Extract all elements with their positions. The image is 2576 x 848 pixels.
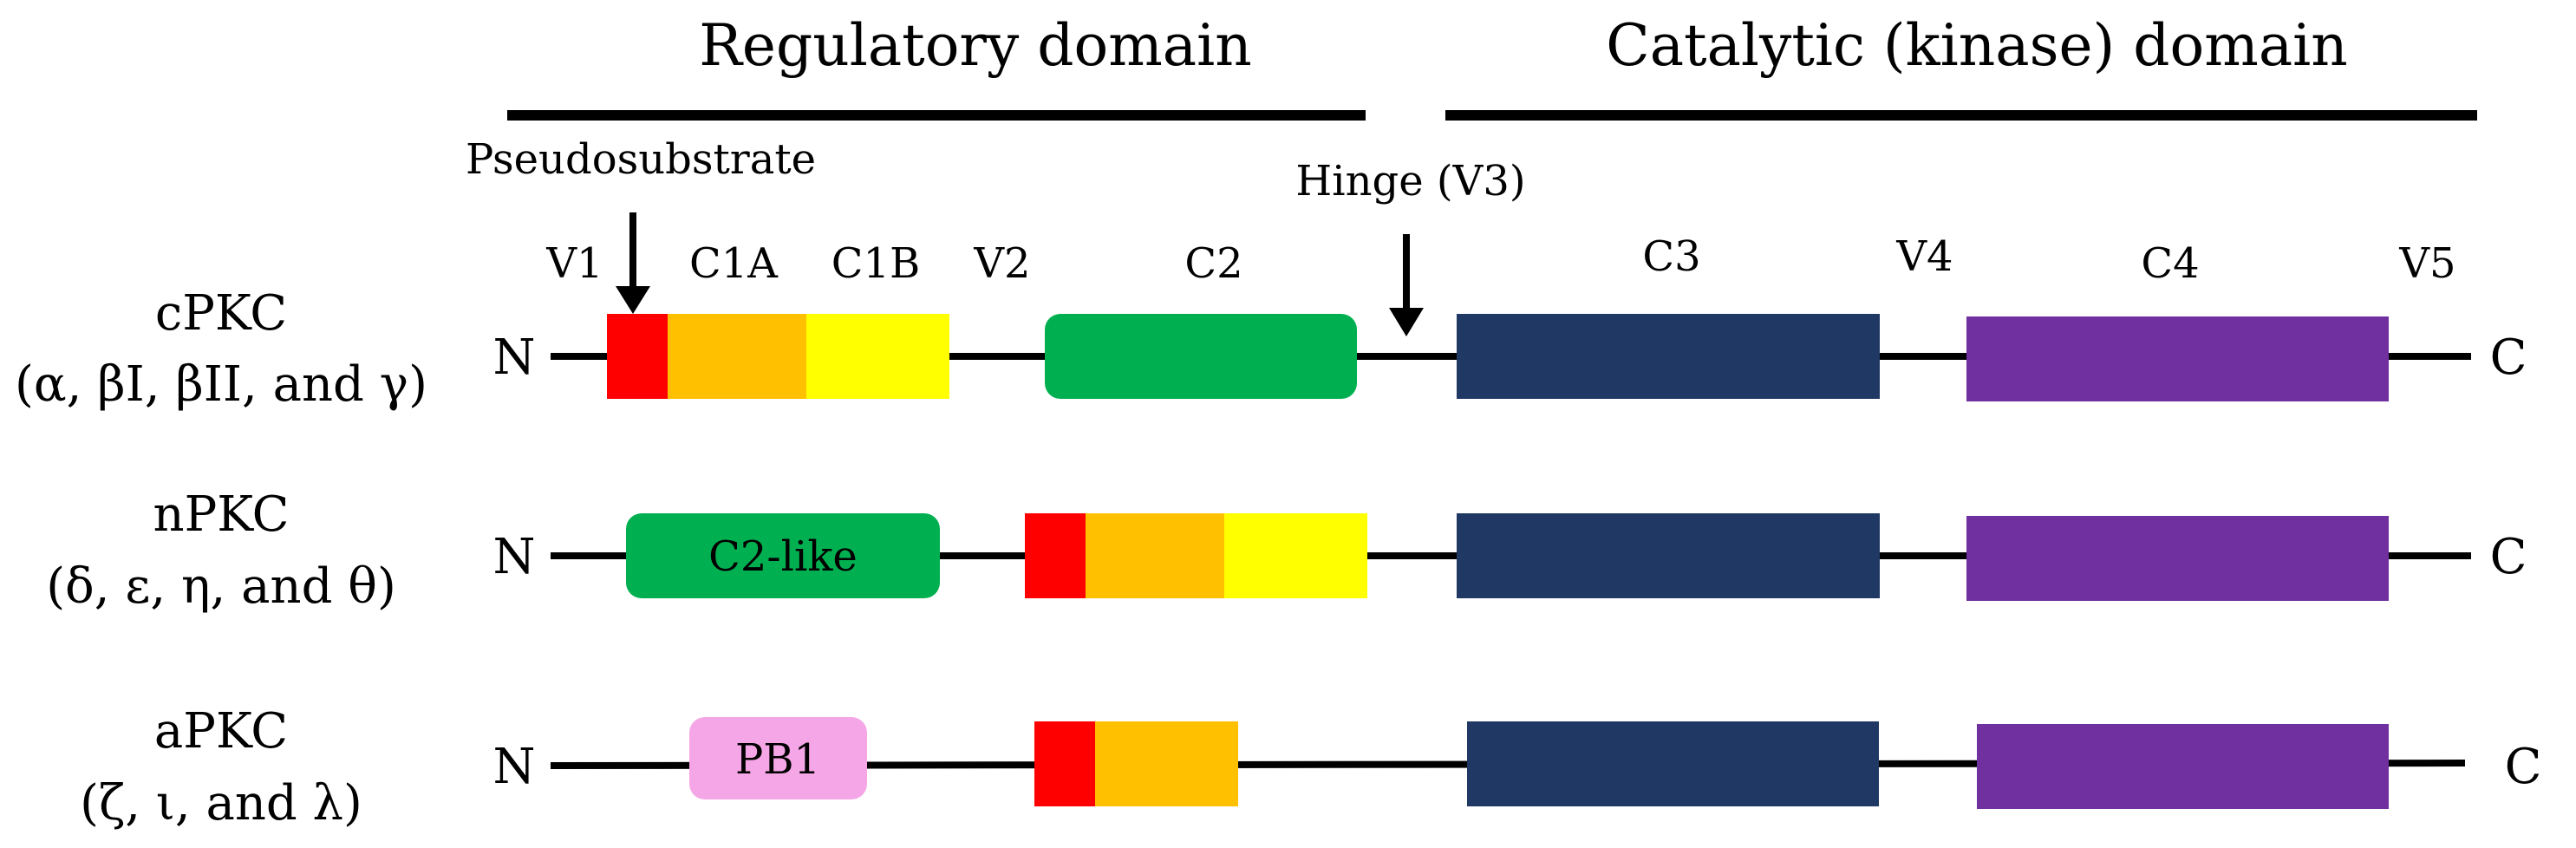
region-label-v4: V4 <box>1895 232 1953 281</box>
cpkc-pseudosubstrate-block <box>607 314 668 399</box>
apkc-c-terminus: C <box>2505 739 2542 795</box>
region-label-c4: C4 <box>2141 239 2199 288</box>
apkc-isoforms: (ζ, ι, and λ) <box>80 775 362 832</box>
catalytic-domain-title: Catalytic (kinase) domain <box>1606 12 2348 79</box>
cpkc-protein: N C <box>493 314 2527 401</box>
region-label-c1b: C1B <box>831 239 921 288</box>
apkc-c3-block <box>1467 721 1879 806</box>
hinge-arrow-head <box>1389 308 1424 336</box>
cpkc-c3-block <box>1457 314 1880 399</box>
npkc-c1b-block <box>1224 513 1367 598</box>
apkc-n-terminus: N <box>493 739 536 795</box>
npkc-c1a-block <box>1086 513 1224 598</box>
cpkc-c1b-block <box>806 314 949 399</box>
npkc-name: nPKC <box>153 486 290 543</box>
region-label-c3: C3 <box>1642 232 1700 281</box>
npkc-c-terminus: C <box>2490 529 2527 585</box>
cpkc-c2-block <box>1045 314 1357 399</box>
npkc-c2-like-block <box>626 513 940 598</box>
cpkc-name: cPKC <box>155 285 287 342</box>
npkc-c4-block <box>1966 516 2389 601</box>
cpkc-c-terminus: C <box>2490 329 2527 386</box>
cpkc-c4-block <box>1966 316 2389 401</box>
npkc-c2-like-label: C2-like <box>708 532 858 581</box>
apkc-protein: N C PB1 <box>493 717 2542 809</box>
pseudosubstrate-arrow-head <box>616 286 650 314</box>
apkc-pb1-block <box>689 717 867 799</box>
npkc-c3-block <box>1457 513 1880 598</box>
apkc-c1-block <box>1095 721 1238 806</box>
region-label-v1: V1 <box>545 239 603 288</box>
apkc-pseudosubstrate-block <box>1034 721 1095 806</box>
apkc-name: aPKC <box>154 703 288 760</box>
apkc-pb1-label: PB1 <box>735 735 820 784</box>
region-label-c2: C2 <box>1184 239 1242 288</box>
cpkc-c1a-block <box>668 314 806 399</box>
npkc-protein: N C C2-like <box>493 513 2527 601</box>
npkc-isoforms: (δ, ε, η, and θ) <box>46 558 396 615</box>
hinge-label: Hinge (V3) <box>1295 157 1525 205</box>
npkc-n-terminus: N <box>493 529 536 585</box>
cpkc-isoforms: (α, βI, βII, and γ) <box>15 356 427 413</box>
npkc-pseudosubstrate-block <box>1025 513 1086 598</box>
region-label-v2: V2 <box>973 239 1030 288</box>
cpkc-n-terminus: N <box>493 329 536 386</box>
region-label-c1a: C1A <box>689 239 779 288</box>
pseudosubstrate-label: Pseudosubstrate <box>466 135 816 184</box>
regulatory-domain-title: Regulatory domain <box>699 12 1252 79</box>
region-label-v5: V5 <box>2398 239 2455 288</box>
apkc-c4-block <box>1977 724 2389 809</box>
